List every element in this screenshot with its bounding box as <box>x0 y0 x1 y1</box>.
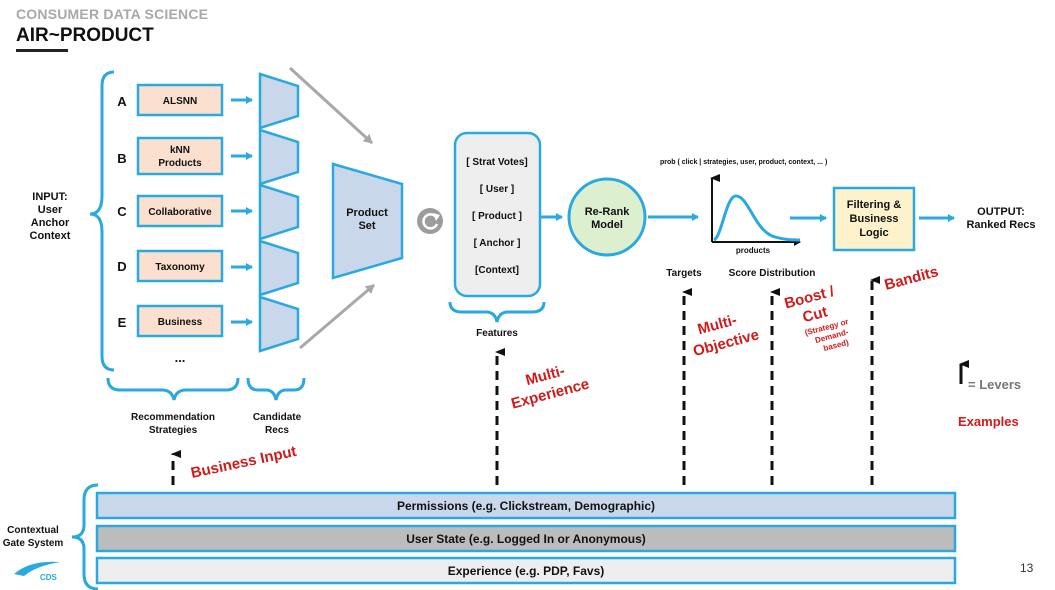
filtering-business-logic-box <box>832 186 916 252</box>
features-brace <box>448 301 546 323</box>
product-set-box <box>331 162 404 280</box>
gate-label-permissions: Permissions (e.g. Clickstream, Demograph… <box>397 499 655 513</box>
svg-text:Candidate: Candidate <box>253 412 302 423</box>
lever-arrows <box>171 276 880 485</box>
curve-axis-label: products <box>736 246 771 255</box>
business-input-label: Business Input <box>189 443 298 482</box>
svg-text:Context: Context <box>30 230 71 242</box>
svg-text:Contextual: Contextual <box>7 525 59 536</box>
svg-text:INPUT:: INPUT: <box>32 191 67 203</box>
levers-legend-label: = Levers <box>968 377 1021 392</box>
strategies-more: ... <box>175 350 186 365</box>
gate-bar-permissions <box>95 491 957 520</box>
score-distribution-label: Score Distribution <box>729 268 816 279</box>
cds-logo: CDS <box>14 561 60 582</box>
gray-arrow-bottom <box>299 283 375 350</box>
svg-text:CDS: CDS <box>40 573 58 582</box>
svg-text:Recs: Recs <box>265 425 289 436</box>
strategy-row-a: A ALSNN <box>117 72 300 130</box>
strategy-name: Taxonomy <box>155 262 205 273</box>
contextual-gate-label: Contextual Gate System <box>3 525 64 549</box>
output-label: OUTPUT: Ranked Recs <box>966 206 1035 231</box>
strategy-letter: B <box>117 151 126 166</box>
page-number: 13 <box>1020 561 1034 575</box>
refresh-icon <box>417 208 443 234</box>
strategy-row-b: B kNN Products <box>117 128 300 186</box>
svg-text:Recommendation: Recommendation <box>131 412 215 423</box>
strategy-name: Business <box>158 317 203 328</box>
strategies-left-brace <box>89 70 115 372</box>
strategy-letter: E <box>118 315 127 330</box>
rerank-model-label: Model <box>591 219 623 231</box>
gate-brace <box>71 483 99 590</box>
filtering-label: Filtering & <box>847 199 901 211</box>
strategy-name: ALSNN <box>163 96 197 107</box>
rerank-model-circle <box>567 177 647 257</box>
svg-text:Ranked Recs: Ranked Recs <box>966 219 1035 231</box>
candidate-recs-trapezoid <box>258 72 300 130</box>
bandits-label: Bandits <box>883 263 941 294</box>
strategy-name: Products <box>158 158 202 169</box>
strategy-box-collaborative <box>136 194 224 228</box>
examples-label: Examples <box>958 414 1019 429</box>
multi-experience-label: Multi- Experience <box>509 362 591 412</box>
header-subtitle: CONSUMER DATA SCIENCE <box>16 6 209 22</box>
features-list: [ Strat Votes] [ User ] [ Product ] [ An… <box>466 157 528 276</box>
features-label: Features <box>476 328 518 339</box>
feature-item: [ Anchor ] <box>474 238 521 249</box>
header-title: AIR~PRODUCT <box>16 25 154 46</box>
strategy-box-business <box>136 304 224 338</box>
multi-objective-label: Multi- Objective <box>691 311 761 360</box>
svg-text:Anchor: Anchor <box>31 217 70 229</box>
svg-text:Strategies: Strategies <box>149 425 198 436</box>
candidate-recs-trapezoid <box>258 128 300 186</box>
gate-label-experience: Experience (e.g. PDP, Favs) <box>448 564 605 578</box>
product-set-label: Set <box>358 220 375 232</box>
strategy-row-e: E Business <box>118 295 300 353</box>
targets-label: Targets <box>666 268 702 279</box>
strategy-name: kNN <box>170 145 190 156</box>
svg-text:Cut: Cut <box>801 303 830 326</box>
candidate-recs-brace <box>246 377 306 401</box>
strategy-name: Collaborative <box>148 207 212 218</box>
feature-item: [ Product ] <box>472 211 522 222</box>
score-distribution-curve <box>710 174 801 246</box>
strategy-row-d: D Taxonomy <box>117 239 300 297</box>
strategy-box-knn-products <box>136 136 224 176</box>
strategy-row-c: C Collaborative <box>117 183 300 241</box>
feature-item: [ User ] <box>480 184 514 195</box>
strategy-box-alsnn <box>136 83 224 117</box>
filtering-label: Business <box>850 213 899 225</box>
svg-text:User: User <box>38 204 63 216</box>
gate-label-user-state: User State (e.g. Logged In or Anonymous) <box>406 532 646 546</box>
candidate-recs-trapezoid <box>258 183 300 241</box>
candidate-recs-trapezoid <box>258 295 300 353</box>
candidate-recs-trapezoid <box>258 239 300 297</box>
strategy-letter: A <box>117 94 127 109</box>
feature-item: [Context] <box>475 265 519 276</box>
svg-text:OUTPUT:: OUTPUT: <box>977 206 1025 218</box>
input-label: INPUT: User Anchor Context <box>30 191 71 242</box>
recommendation-strategies-label: Recommendation Strategies <box>131 412 215 436</box>
gray-arrow-top <box>288 66 374 145</box>
rerank-model-label: Re-Rank <box>585 206 631 218</box>
strategy-box-taxonomy <box>136 249 224 283</box>
product-set-label: Product <box>346 207 388 219</box>
candidate-recs-label: Candidate Recs <box>253 412 302 436</box>
boost-cut-label: Boost / Cut (Strategy or Demand- based) <box>783 283 850 353</box>
header-underline <box>16 49 68 52</box>
probability-label: prob ( click | strategies, user, product… <box>660 159 827 166</box>
svg-text:Gate System: Gate System <box>3 538 64 549</box>
filtering-label: Logic <box>859 227 888 239</box>
gate-bar-user-state <box>95 524 957 553</box>
strategy-letter: C <box>117 204 127 219</box>
strategy-letter: D <box>117 259 126 274</box>
features-box <box>453 131 542 298</box>
feature-item: [ Strat Votes] <box>466 157 528 168</box>
recommendation-strategies-brace <box>106 377 240 401</box>
gate-bar-experience <box>95 556 957 585</box>
